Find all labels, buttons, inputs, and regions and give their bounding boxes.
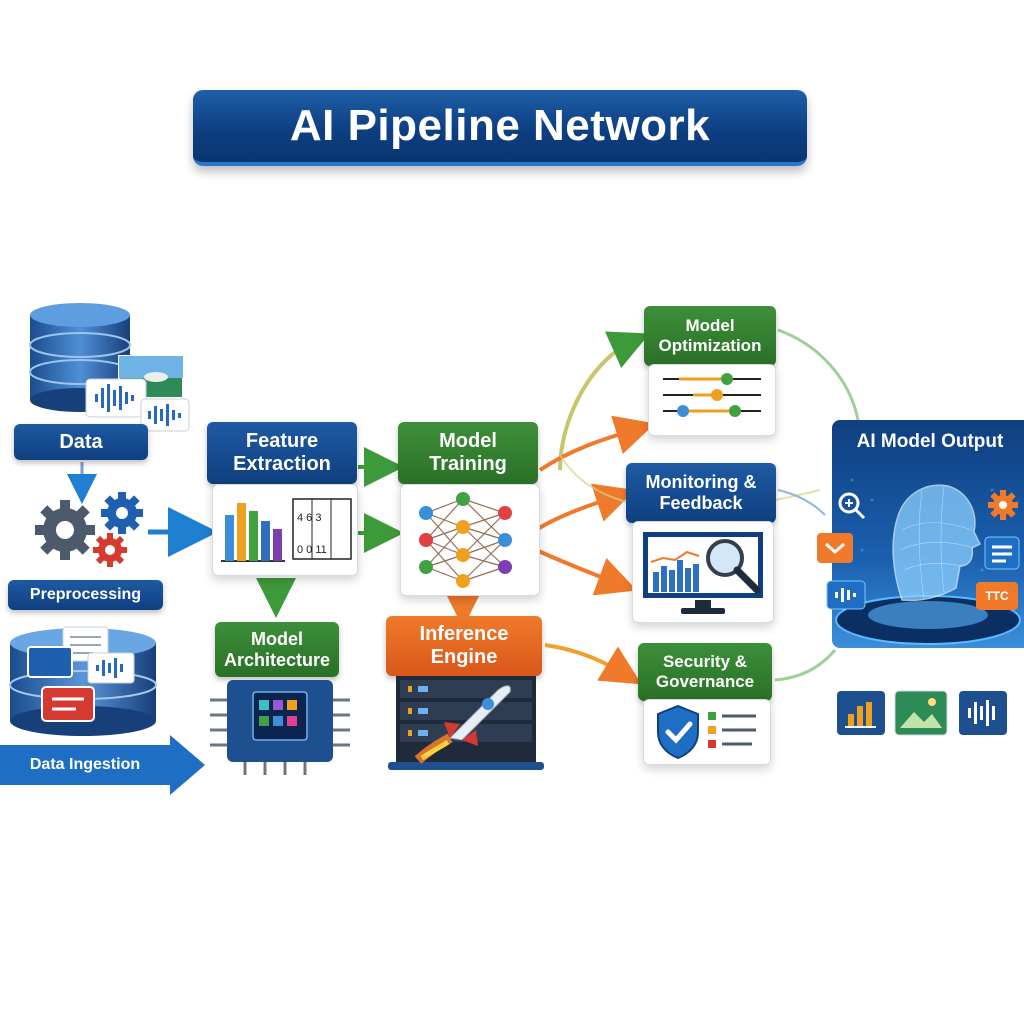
shield-check-icon bbox=[657, 704, 699, 760]
search-icon bbox=[838, 492, 866, 520]
audio-wave-icon bbox=[140, 398, 190, 432]
list-icon bbox=[984, 536, 1020, 570]
server-rack-icon bbox=[388, 676, 544, 770]
security-card bbox=[643, 699, 771, 765]
arrow-training-to-optimization bbox=[558, 331, 650, 471]
arrow-inference-to-security bbox=[544, 643, 642, 685]
bar-chart-icon bbox=[837, 691, 885, 735]
label-data: Data bbox=[14, 424, 148, 460]
arrow-data-ingestion bbox=[0, 735, 205, 795]
label-preprocessing: Preprocessing bbox=[8, 580, 163, 610]
label-model-training: Model Training bbox=[398, 422, 538, 484]
ai-head-icon bbox=[835, 478, 1021, 645]
label-ai-model-output: AI Model Output bbox=[856, 431, 1004, 452]
rocket-icon bbox=[414, 685, 511, 764]
arrow-training-to-optimization-2 bbox=[538, 415, 656, 472]
bar-chart-icon: 4 6 3 0 0 11 bbox=[221, 498, 352, 562]
monitor-icon bbox=[643, 532, 763, 614]
model-optimization-card bbox=[648, 364, 776, 436]
checklist-icon bbox=[708, 712, 756, 748]
slider-icon bbox=[663, 373, 761, 417]
processor-chip-icon bbox=[210, 680, 350, 775]
magnifier-icon bbox=[706, 539, 761, 594]
gear-icon bbox=[35, 492, 143, 567]
audio-wave-icon bbox=[959, 691, 1007, 735]
label-data-ingestion: Data Ingestion bbox=[29, 756, 141, 773]
label-feature-extraction: Feature Extraction bbox=[207, 422, 357, 484]
arc-security-to-output bbox=[774, 649, 837, 682]
arrow-training-to-monitoring bbox=[534, 483, 636, 532]
database-icon bbox=[29, 303, 131, 412]
arc-monitoring-right bbox=[777, 489, 826, 516]
gear-icon bbox=[988, 490, 1018, 520]
model-training-card bbox=[400, 484, 540, 596]
label-security-governance: Security & Governance bbox=[638, 643, 772, 701]
image-icon bbox=[118, 355, 184, 399]
arc-optimization-to-output bbox=[777, 328, 860, 421]
image-icon bbox=[894, 690, 948, 736]
monitoring-card bbox=[632, 521, 774, 623]
feature-extraction-card: 4 6 3 0 0 11 bbox=[212, 484, 358, 576]
ai-output-panel bbox=[832, 420, 1024, 648]
page-title: AI Pipeline Network bbox=[193, 90, 807, 166]
label-monitoring-feedback: Monitoring & Feedback bbox=[626, 463, 776, 523]
audio-wave-icon bbox=[85, 378, 147, 418]
output-badge: TTC bbox=[976, 582, 1018, 610]
feature-table-row2: 0 0 11 bbox=[297, 544, 327, 556]
label-model-optimization: Model Optimization bbox=[644, 306, 776, 366]
label-inference-engine: Inference Engine bbox=[386, 616, 542, 676]
feature-table-row1: 4 6 3 bbox=[297, 512, 321, 524]
label-model-architecture: Model Architecture bbox=[215, 622, 339, 677]
arrow-training-to-monitoring-2 bbox=[535, 548, 638, 596]
inbox-icon bbox=[817, 533, 853, 563]
neural-network-icon bbox=[419, 492, 512, 588]
audio-wave-icon bbox=[826, 580, 866, 610]
database-icon bbox=[9, 626, 157, 736]
